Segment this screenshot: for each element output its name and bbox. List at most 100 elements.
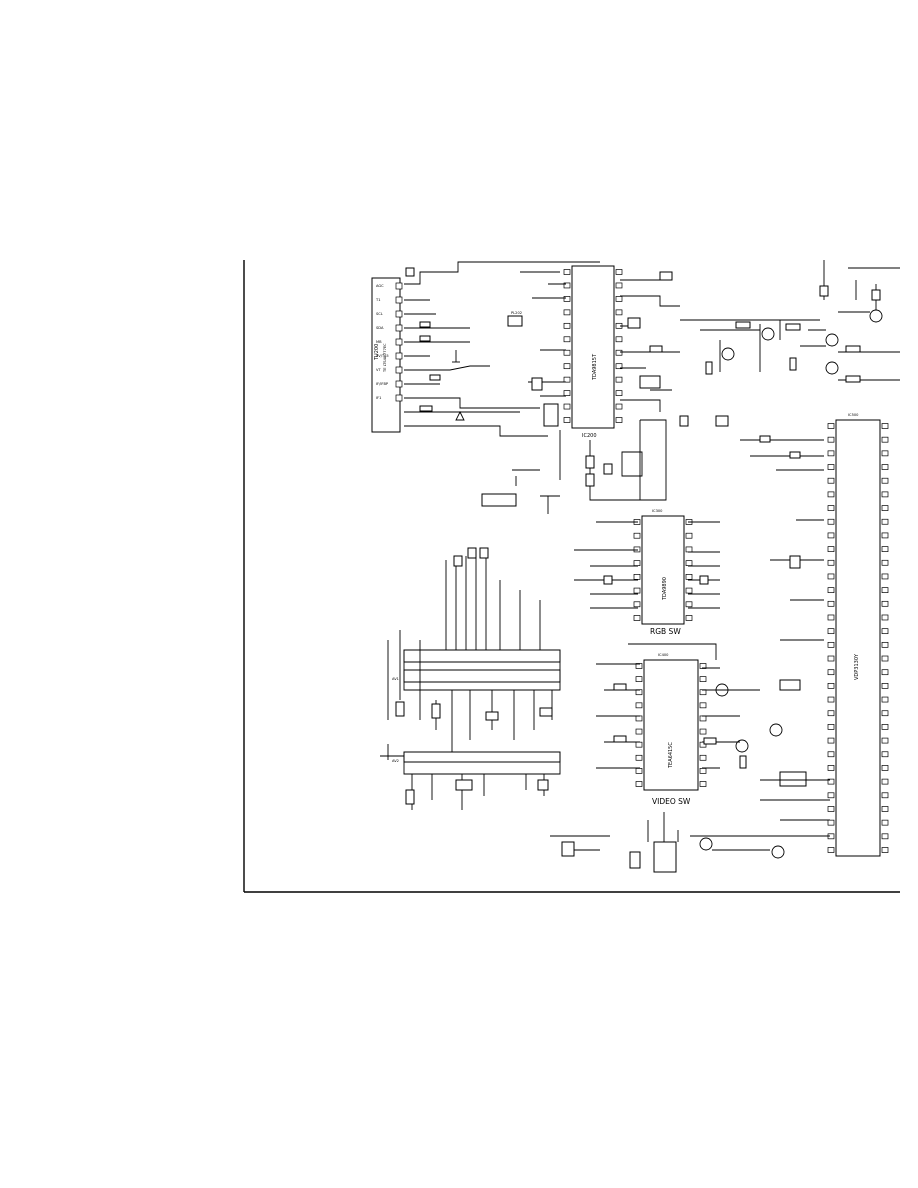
- svg-text:PL202: PL202: [511, 311, 522, 315]
- ic500-pin: [881, 587, 889, 593]
- ic200-pin: [615, 403, 623, 410]
- ic400-pin: [635, 689, 643, 696]
- ic500-pin: [881, 710, 889, 717]
- ic500-pin: [881, 600, 889, 607]
- tuner-pin-label: IF/IFBP: [376, 382, 389, 386]
- ic500-pin: [827, 655, 835, 662]
- scart-av2: AV2: [380, 744, 561, 810]
- ic200-pin: [563, 417, 571, 423]
- ic500-pin: [881, 737, 889, 744]
- ic500-pin: [881, 724, 889, 730]
- video-switch-label: VIDEO SW: [652, 797, 691, 806]
- ic300-pin: [685, 587, 693, 594]
- drawing-frame: [243, 260, 900, 893]
- ic-video-ref: IC400: [658, 653, 669, 657]
- ic500-pin: [881, 847, 889, 853]
- if-transistor-stage: [679, 260, 900, 427]
- tuner-pin-label: T1: [375, 298, 380, 302]
- ic200-pin: [563, 363, 571, 370]
- ic500-pin: [827, 847, 835, 853]
- ic500-pin: [827, 573, 835, 580]
- ic500-pin: [881, 683, 889, 689]
- ic200-pin: [615, 336, 623, 343]
- ic300-pin: [685, 560, 693, 566]
- ic500-pin: [881, 450, 889, 457]
- ic300-pin: [633, 615, 641, 621]
- ic400-pin: [635, 754, 643, 761]
- ic500-pin: [827, 532, 835, 539]
- tuner-pin: [395, 394, 403, 402]
- ic-if-demodulator: TDA9815T IC200 PL202: [481, 265, 680, 514]
- tuner-pin-label: MB: [376, 340, 382, 344]
- ic400-pin: [635, 676, 643, 682]
- ic500-pin: [827, 669, 835, 676]
- ic400-pin: [635, 741, 643, 748]
- ic300-pin: [685, 532, 693, 539]
- ic500-pin: [881, 573, 889, 580]
- ic500-pin: [881, 819, 889, 826]
- ic200-pin: [615, 296, 623, 302]
- ic-main-ref: IC500: [848, 413, 859, 417]
- ic300-pin: [633, 532, 641, 539]
- ic-main-part: VDP3130Y: [854, 653, 860, 680]
- ic400-pin: [635, 728, 643, 735]
- ic200-pin: [563, 322, 571, 329]
- tuner-pin-label: VT: [376, 368, 381, 372]
- ic400-pin: [699, 702, 707, 709]
- ic500-pin: [881, 505, 889, 511]
- tuner-pin: [395, 296, 403, 304]
- ic200-pin: [615, 349, 623, 356]
- ic400-pin: [699, 768, 707, 774]
- ic200-pin: [615, 417, 623, 423]
- ic500-pin: [881, 806, 889, 812]
- ic500-pin: [827, 683, 835, 689]
- ic300-pin: [633, 587, 641, 594]
- ic200-pin: [615, 390, 623, 396]
- ic500-pin: [827, 710, 835, 717]
- ic-video-part: TEA6415C: [668, 742, 674, 769]
- ic300-pin: [633, 546, 641, 553]
- ic500-pin: [881, 518, 889, 525]
- ic500-pin: [881, 641, 889, 648]
- ic200-pin: [615, 363, 623, 370]
- ic500-pin: [827, 751, 835, 758]
- ic400-pin: [635, 663, 643, 669]
- tuner-pin: [395, 324, 403, 332]
- ic500-pin: [881, 546, 889, 552]
- ic400-pin: [635, 781, 643, 787]
- ic500-pin: [827, 450, 835, 457]
- ic500-pin: [827, 546, 835, 552]
- ic-if-part: TDA9815T: [592, 353, 598, 381]
- ic400-pin: [699, 663, 707, 669]
- ic500-pin: [827, 600, 835, 607]
- ic500-pin: [827, 505, 835, 511]
- scart-av1: AV1: [387, 547, 561, 760]
- ic-rgb-ref: IC300: [652, 509, 663, 513]
- ic200-pin: [563, 376, 571, 383]
- ic200-pin: [563, 336, 571, 343]
- tuner-pin: [395, 366, 403, 374]
- tuner-ref: TU200: [374, 344, 380, 361]
- ic500-pin: [827, 436, 835, 443]
- rgb-switch-label: RGB SW: [650, 627, 681, 636]
- ic500-pin: [827, 641, 835, 648]
- ic-main-video-processor: IC500 VDP3130Y: [690, 413, 889, 859]
- tuner-pin: [395, 282, 403, 290]
- ic500-pin: [881, 833, 889, 840]
- tuner-pin: [395, 352, 403, 360]
- scart-av2-label: AV2: [392, 759, 399, 763]
- ic-if-ref: IC200: [582, 433, 597, 439]
- ic400-pin: [699, 676, 707, 682]
- ic500-pin: [827, 819, 835, 826]
- ic500-pin: [827, 628, 835, 635]
- ic200-pin: [615, 309, 623, 316]
- ic500-pin: [881, 559, 889, 566]
- ic400-pin: [635, 768, 643, 774]
- ic400-pin: [699, 728, 707, 735]
- ic500-pin: [827, 423, 835, 429]
- ic300-pin: [685, 601, 693, 608]
- ic500-pin: [827, 587, 835, 593]
- tuner-pin-label: SDA: [376, 326, 384, 330]
- tuner-pin-label: SCL: [376, 312, 383, 316]
- ic500-pin: [881, 778, 889, 785]
